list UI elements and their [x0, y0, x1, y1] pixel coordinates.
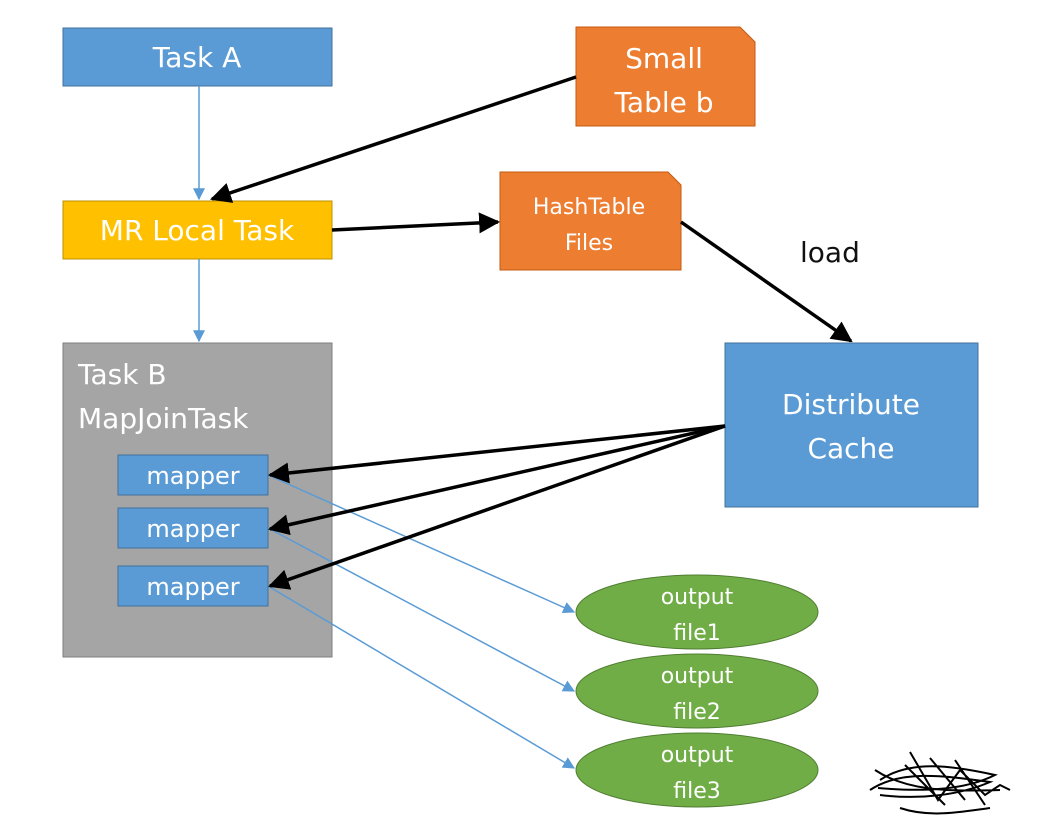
task-b-label-line1: Task B — [77, 358, 167, 391]
mapper-3: mapper — [117, 565, 269, 607]
distribute-cache-box: Distribute Cache — [724, 342, 979, 508]
arrow-small-table-to-mr-local — [210, 75, 577, 203]
arrow-cache-to-mapper1 — [267, 424, 726, 484]
output-file3: output file3 — [575, 732, 819, 808]
arrow-mapper1-to-output1 — [267, 474, 576, 614]
arrow-mapper3-to-output3 — [267, 585, 576, 769]
mr-local-task-label: MR Local Task — [100, 214, 295, 247]
output-file1-line2: file1 — [673, 621, 721, 646]
task-a-label: Task A — [152, 41, 241, 74]
small-table-doc: Small Table b — [575, 26, 756, 127]
task-b-container: Task B MapJoinTask — [62, 342, 333, 658]
small-table-label-line2: Table b — [613, 86, 713, 119]
mr-local-task-box: MR Local Task — [62, 200, 333, 260]
output-file1-line1: output — [661, 585, 734, 610]
arrow-mr-local-to-hashtable — [331, 212, 501, 234]
output-file3-line1: output — [661, 743, 734, 768]
output-file3-line2: file3 — [673, 779, 721, 804]
arrow-mapper2-to-output2 — [267, 527, 576, 692]
mapper-2-label: mapper — [146, 515, 239, 543]
small-table-label-line1: Small — [625, 42, 703, 75]
hashtable-files-doc: HashTable Files — [499, 171, 682, 271]
output-file2-line1: output — [661, 664, 734, 689]
mapper-1: mapper — [117, 454, 269, 496]
hashtable-files-label-line1: HashTable — [533, 195, 645, 220]
mapper-2: mapper — [117, 507, 269, 549]
output-file2-line2: file2 — [673, 700, 721, 725]
hashtable-files-label-line2: Files — [565, 231, 613, 256]
task-a-box: Task A — [62, 27, 333, 87]
mapper-1-label: mapper — [146, 462, 239, 490]
task-b-label-line2: MapJoinTask — [78, 402, 249, 435]
output-file2: output file2 — [575, 653, 819, 729]
arrow-hashtable-to-cache — [679, 220, 853, 343]
mapper-3-label: mapper — [146, 573, 239, 601]
arrow-cache-to-mapper3 — [268, 424, 726, 590]
output-file1: output file1 — [575, 574, 819, 650]
scribble-mark — [869, 751, 1011, 815]
arrow-cache-to-mapper2 — [267, 424, 726, 536]
distribute-cache-label-line2: Cache — [807, 432, 894, 465]
distribute-cache-label-line1: Distribute — [782, 388, 920, 421]
load-label: load — [800, 236, 860, 269]
